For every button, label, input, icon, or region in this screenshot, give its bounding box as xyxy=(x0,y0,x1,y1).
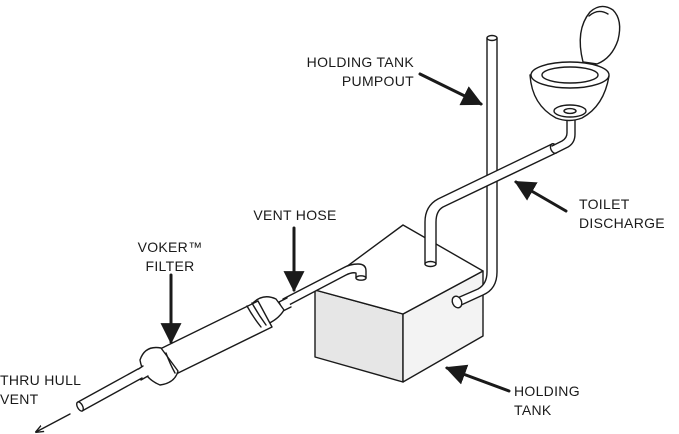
label-vent-hose-line1: VENT HOSE xyxy=(253,207,337,223)
thru-hull-vent-pipe xyxy=(76,368,143,412)
voker-filter xyxy=(136,296,292,386)
label-thru-hull-line1: THRU HULL xyxy=(0,372,82,388)
label-holding-tank: HOLDING TANK xyxy=(514,382,580,420)
pumpout-pipe xyxy=(451,34,498,309)
label-thru-hull-line2: VENT xyxy=(0,391,39,407)
label-holding-tank-line2: TANK xyxy=(514,402,552,418)
holding-tank-arrow xyxy=(445,364,511,393)
label-pumpout-line2: PUMPOUT xyxy=(341,73,414,89)
label-toilet-discharge: TOILET DISCHARGE xyxy=(579,195,665,233)
label-holding-tank-pumpout: HOLDING TANK PUMPOUT xyxy=(307,53,414,91)
pumpout-pipe-top xyxy=(486,34,498,42)
label-voker-filter: VOKER™ FILTER xyxy=(125,238,215,276)
label-voker-filter-line2: FILTER xyxy=(145,258,195,274)
label-toilet-discharge-line1: TOILET xyxy=(579,196,630,212)
thru-hull-vent-arrow xyxy=(36,413,71,432)
pumpout-arrow xyxy=(418,72,483,106)
pumpout-pipe-end xyxy=(451,295,463,309)
label-thru-hull-vent: THRU HULL VENT xyxy=(0,371,81,409)
toilet-seat-opening xyxy=(541,66,599,84)
toilet-discharge-arrow xyxy=(514,180,568,213)
filter-body xyxy=(157,300,273,377)
label-arrows xyxy=(160,72,568,393)
vent-hose xyxy=(282,263,367,307)
label-vent-hose: VENT HOSE xyxy=(248,206,342,225)
label-toilet-discharge-line2: DISCHARGE xyxy=(579,215,665,231)
label-voker-filter-line1: VOKER™ xyxy=(137,239,203,255)
label-holding-tank-line1: HOLDING xyxy=(514,383,580,399)
discharge-hose-end xyxy=(424,260,437,268)
tank-top-face xyxy=(314,224,484,315)
label-pumpout-line1: HOLDING TANK xyxy=(306,54,414,70)
toilet-lid xyxy=(579,5,621,65)
toilet-discharge-hose xyxy=(424,117,576,268)
toilet xyxy=(529,5,621,122)
